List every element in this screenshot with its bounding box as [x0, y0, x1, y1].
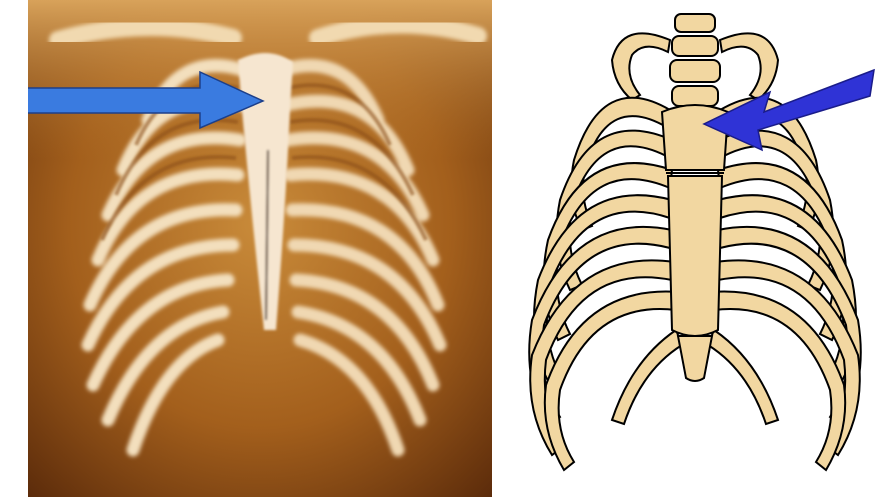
rib-cage-photo — [28, 0, 492, 497]
illustration-vertebrae — [670, 14, 720, 106]
rib-cage-illustration — [512, 0, 883, 497]
rib-cage-illustration-svg — [512, 0, 883, 497]
rib-cage-photo-svg — [28, 0, 492, 497]
